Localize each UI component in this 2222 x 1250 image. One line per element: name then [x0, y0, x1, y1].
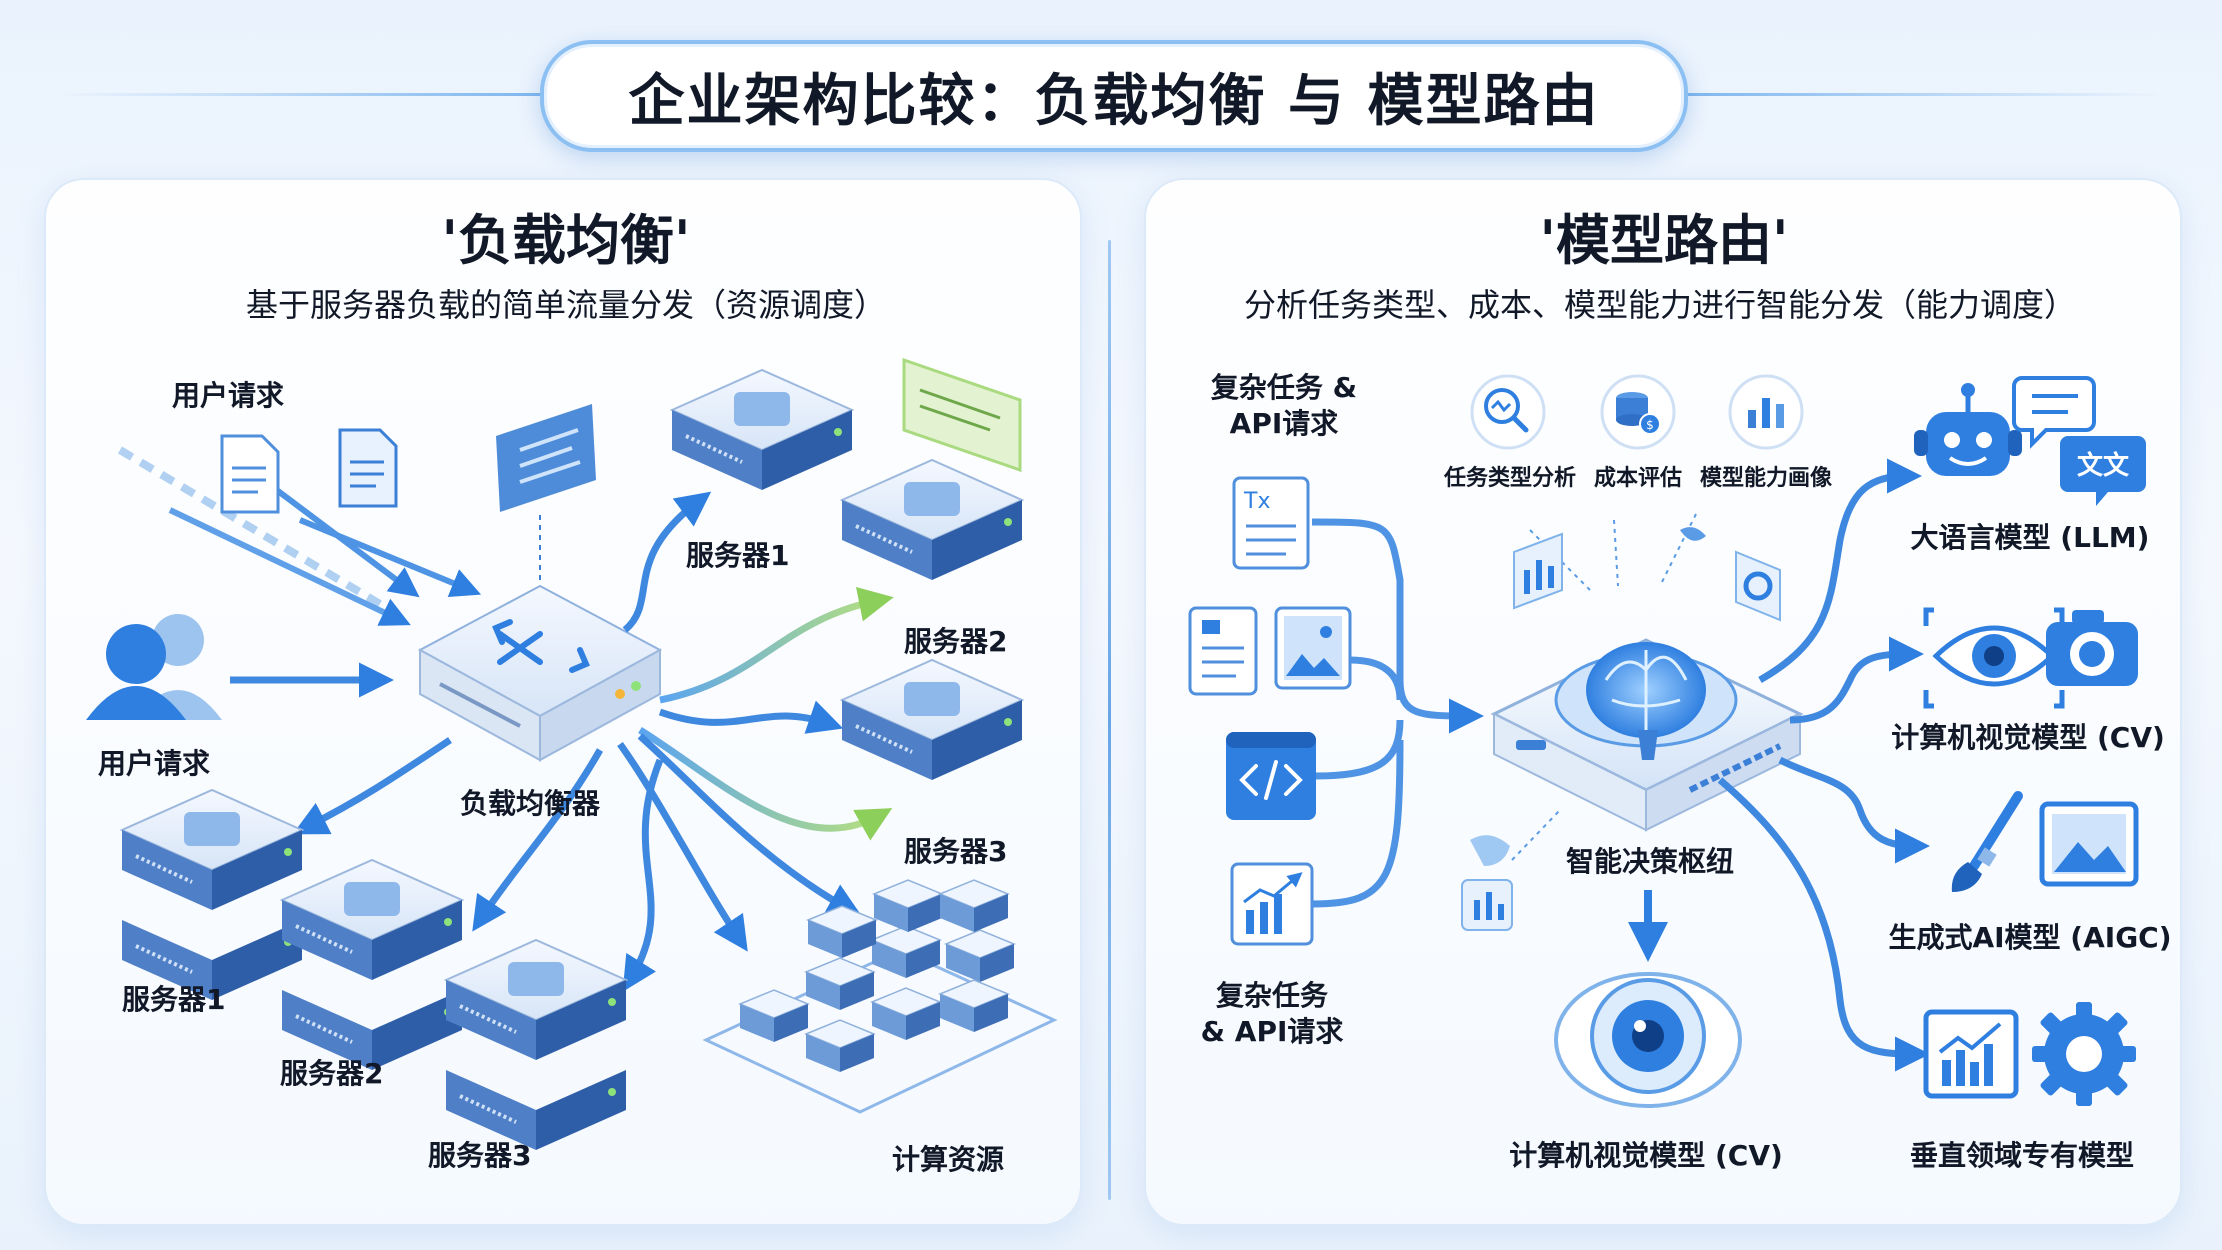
mini-chart-icon [1461, 809, 1561, 931]
model-label-aigc: 生成式AI模型 (AIGC) [1888, 921, 2172, 954]
load-balancing-subtitle: 基于服务器负载的简单流量分发（资源调度） [245, 286, 887, 324]
code-panel-icon [496, 404, 596, 580]
server-label-right-2: 服务器2 [904, 625, 1008, 658]
title-banner: 企业架构比较：负载均衡 与 模型路由 [540, 40, 1688, 152]
svg-text:Tx: Tx [1243, 489, 1270, 514]
holo-chart-icon [1513, 527, 1781, 622]
server-label-right-1: 服务器1 [686, 539, 790, 572]
svg-text:$: $ [1646, 418, 1654, 432]
vision-lens-icon [1554, 972, 1742, 1108]
image-icon [2039, 801, 2139, 887]
code-icon [1226, 732, 1316, 820]
trend-chart-icon [1923, 1009, 2019, 1099]
server-label-bottom-1: 服务器1 [122, 983, 226, 1016]
document-icon [220, 434, 280, 514]
model-label-llm: 大语言模型 (LLM) [1910, 521, 2150, 554]
model-label-vertical: 垂直领域专有模型 [1909, 1139, 2135, 1172]
server-label-right-3: 服务器3 [904, 835, 1008, 868]
server-icon [122, 790, 302, 1000]
compute-resources-label: 计算资源 [892, 1143, 1005, 1176]
server-icon [840, 458, 1024, 582]
eye-icon [1923, 607, 2065, 709]
server-icon [840, 658, 1024, 782]
user-request-label-top: 用户请求 [172, 379, 285, 412]
analysis-connectors [1529, 513, 1697, 591]
hub-label: 智能决策枢纽 [1565, 845, 1735, 878]
gear-icon [2032, 1002, 2136, 1106]
compute-resources-icon [702, 879, 1058, 1114]
server-label-bottom-3: 服务器3 [428, 1139, 532, 1172]
document-icon [338, 428, 398, 508]
analysis-label-cost: 成本评估 [1593, 466, 1683, 491]
load-balancing-heading: '负载均衡' [441, 209, 691, 272]
title-line-left [60, 93, 540, 96]
server-label-bottom-2: 服务器2 [280, 1057, 384, 1090]
chat-bubble-icon: 文文 [2012, 376, 2146, 506]
analysis-label-task-type: 任务类型分析 [1443, 466, 1577, 491]
input-flow-lines [1311, 518, 1484, 908]
monitor-panel-icon [902, 357, 1022, 473]
hub-output-label: 计算机视觉模型 (CV) [1509, 1139, 1783, 1172]
paintbrush-icon [1951, 791, 2023, 892]
users-icon [86, 614, 222, 720]
brain-chip-icon [1490, 638, 1804, 832]
request-stream [117, 446, 482, 698]
panel-divider [1108, 240, 1111, 1200]
llm-bubble-text: 文文 [2077, 450, 2130, 481]
model-routing-arrows [1717, 458, 1930, 1072]
text-document-icon: Tx [1232, 476, 1310, 570]
analysis-label-capability: 模型能力画像 [1699, 466, 1833, 491]
coins-icon: $ [1600, 374, 1676, 450]
input-label-bottom: 复杂任务 & API请求 [1200, 979, 1344, 1049]
server-icon [282, 860, 462, 1070]
robot-icon [1914, 383, 2022, 476]
magnifier-chart-icon [1470, 374, 1546, 450]
model-label-cv: 计算机视觉模型 (CV) [1891, 721, 2165, 754]
image-icon [1274, 606, 1352, 690]
network-switch-icon [417, 584, 663, 762]
camera-icon [2046, 610, 2138, 686]
document-icon [1188, 606, 1258, 696]
model-routing-subtitle: 分析任务类型、成本、模型能力进行智能分发（能力调度） [1243, 286, 2077, 324]
load-balancer-label: 负载均衡器 [460, 787, 601, 820]
server-icon [446, 940, 626, 1150]
trend-chart-icon [1230, 862, 1314, 946]
model-routing-heading: '模型路由' [1539, 209, 1789, 272]
user-request-label-side: 用户请求 [98, 747, 211, 780]
page-title: 企业架构比较：负载均衡 与 模型路由 [628, 68, 1600, 134]
server-icon [670, 368, 854, 492]
distribution-arrows [292, 491, 894, 992]
input-label-top: 复杂任务 & API请求 [1210, 371, 1358, 441]
bar-chart-icon [1728, 374, 1804, 450]
